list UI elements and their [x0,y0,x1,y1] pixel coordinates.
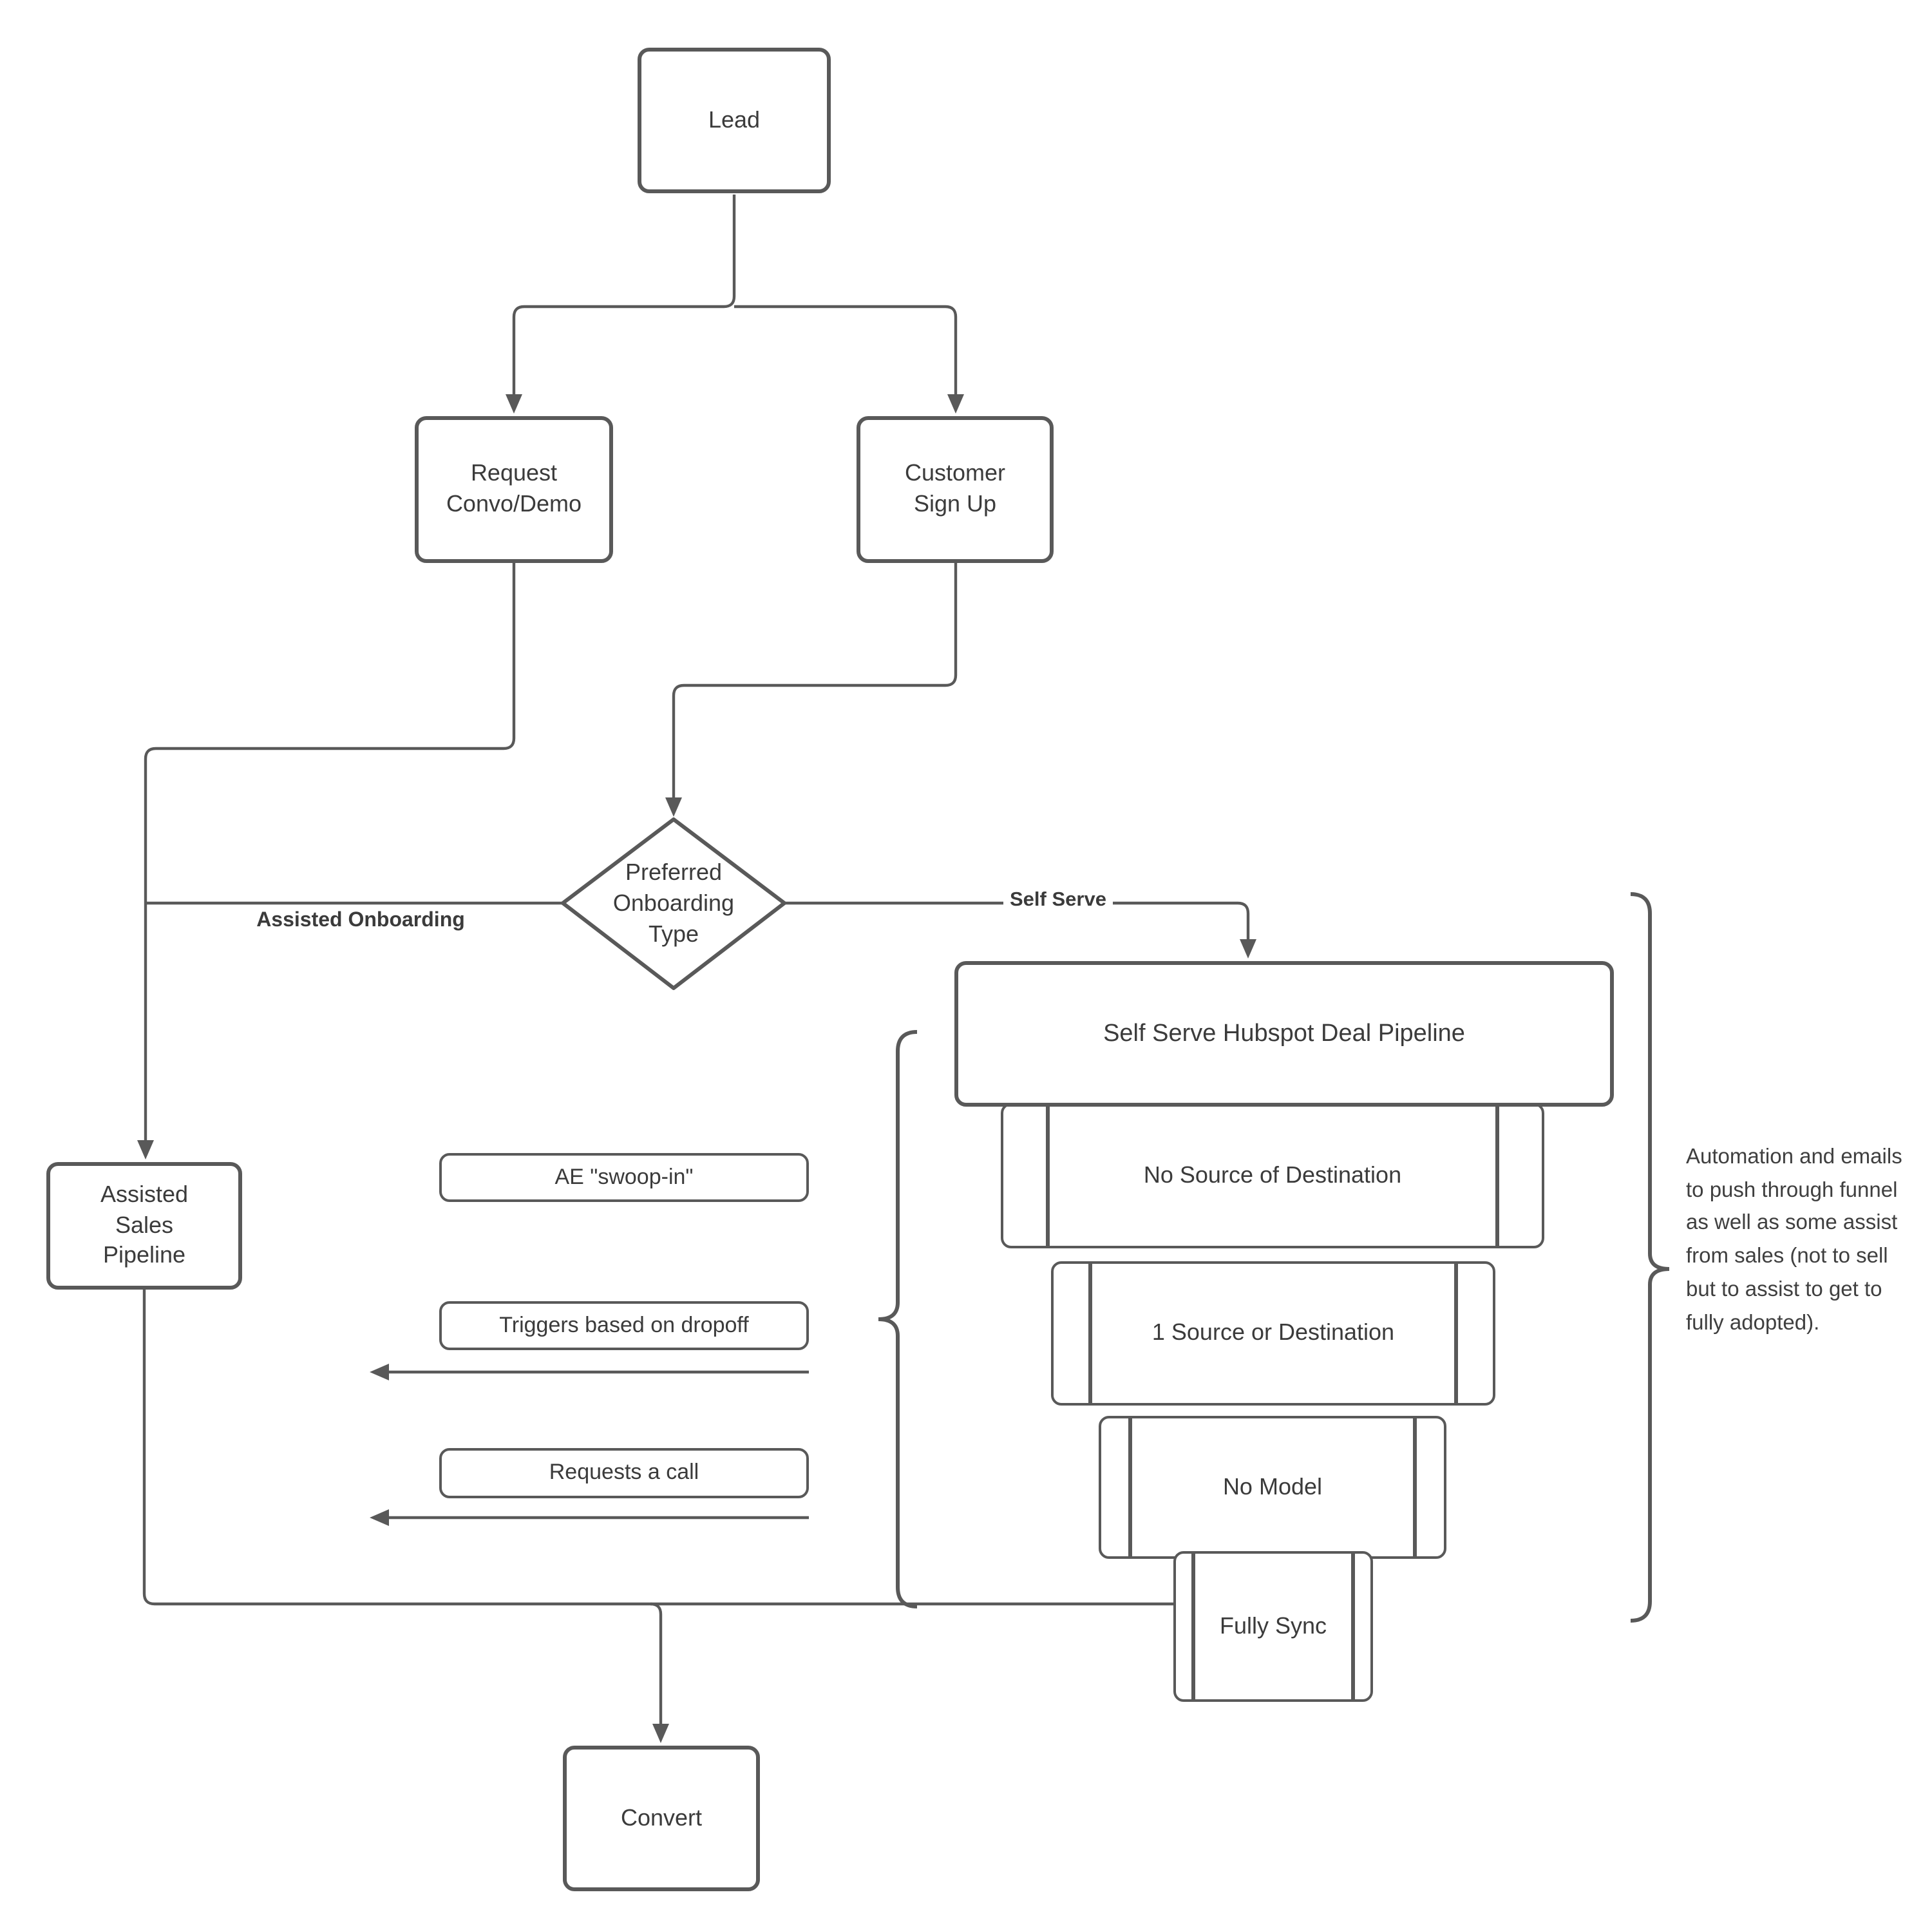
arrowhead-into-decision [665,797,682,817]
funnel-stage-label: No Model [1222,1473,1323,1500]
edge-lead-to-request [512,195,736,396]
arrowhead-call-left [370,1509,389,1526]
node-customer-sign-up[interactable]: Customer Sign Up [857,416,1054,563]
funnel-stage-no-model[interactable]: No Model [1099,1416,1446,1559]
funnel-stage-label: 1 Source or Destination [1151,1319,1395,1346]
edge-customer-to-decision [672,563,958,797]
stage-side-bar [1454,1264,1458,1403]
arrowhead-into-hubspot [1240,939,1256,958]
node-assisted-sales-pipeline[interactable]: Assisted Sales Pipeline [46,1162,242,1290]
funnel-stage-1-source-or-destination[interactable]: 1 Source or Destination [1051,1261,1495,1406]
arrowhead-into-convert [652,1724,669,1743]
stage-side-bar [1191,1554,1195,1699]
edge-label-assisted-onboarding: Assisted Onboarding [256,910,465,931]
arrowhead-into-request [506,394,522,414]
edge-merge-to-convert [650,1602,663,1725]
stage-side-bar [1495,1105,1499,1246]
stage-side-bar [1351,1554,1355,1699]
stage-side-bar [1413,1418,1417,1556]
funnel-annotation-text: Automation and emails to push through fu… [1686,1145,1902,1335]
funnel-stage-fully-sync[interactable]: Fully Sync [1173,1551,1373,1702]
edge-lead-to-customer [734,305,958,396]
edge-request-to-assisted [144,563,516,1141]
edge-label-self-serve: Self Serve [1003,889,1113,913]
arrowhead-into-customer [947,394,964,414]
node-ae-swoop-in[interactable]: AE "swoop-in" [439,1153,809,1202]
arrowhead-trigger-left [370,1364,389,1380]
node-requests-a-call[interactable]: Requests a call [439,1448,809,1498]
node-self-serve-hubspot-deal-pipeline[interactable]: Self Serve Hubspot Deal Pipeline [954,961,1614,1107]
funnel-stage-no-source-of-destination[interactable]: No Source of Destination [1001,1103,1544,1248]
node-triggers-based-on-dropoff[interactable]: Triggers based on dropoff [439,1301,809,1350]
stage-side-bar [1046,1105,1050,1246]
stage-side-bar [1088,1264,1092,1403]
right-curly-brace [1630,892,1670,1623]
arrowhead-into-assisted [137,1140,154,1159]
funnel-stage-label: No Source of Destination [1143,1161,1402,1188]
node-convert[interactable]: Convert [563,1746,760,1891]
left-curly-brace [878,1030,918,1608]
node-request-convo-demo[interactable]: Request Convo/Demo [415,416,613,563]
funnel-stage-label: Fully Sync [1219,1612,1327,1639]
decision-preferred-onboarding-type[interactable]: Preferred Onboarding Type [612,859,735,948]
stage-side-bar [1128,1418,1132,1556]
node-lead[interactable]: Lead [638,48,831,193]
